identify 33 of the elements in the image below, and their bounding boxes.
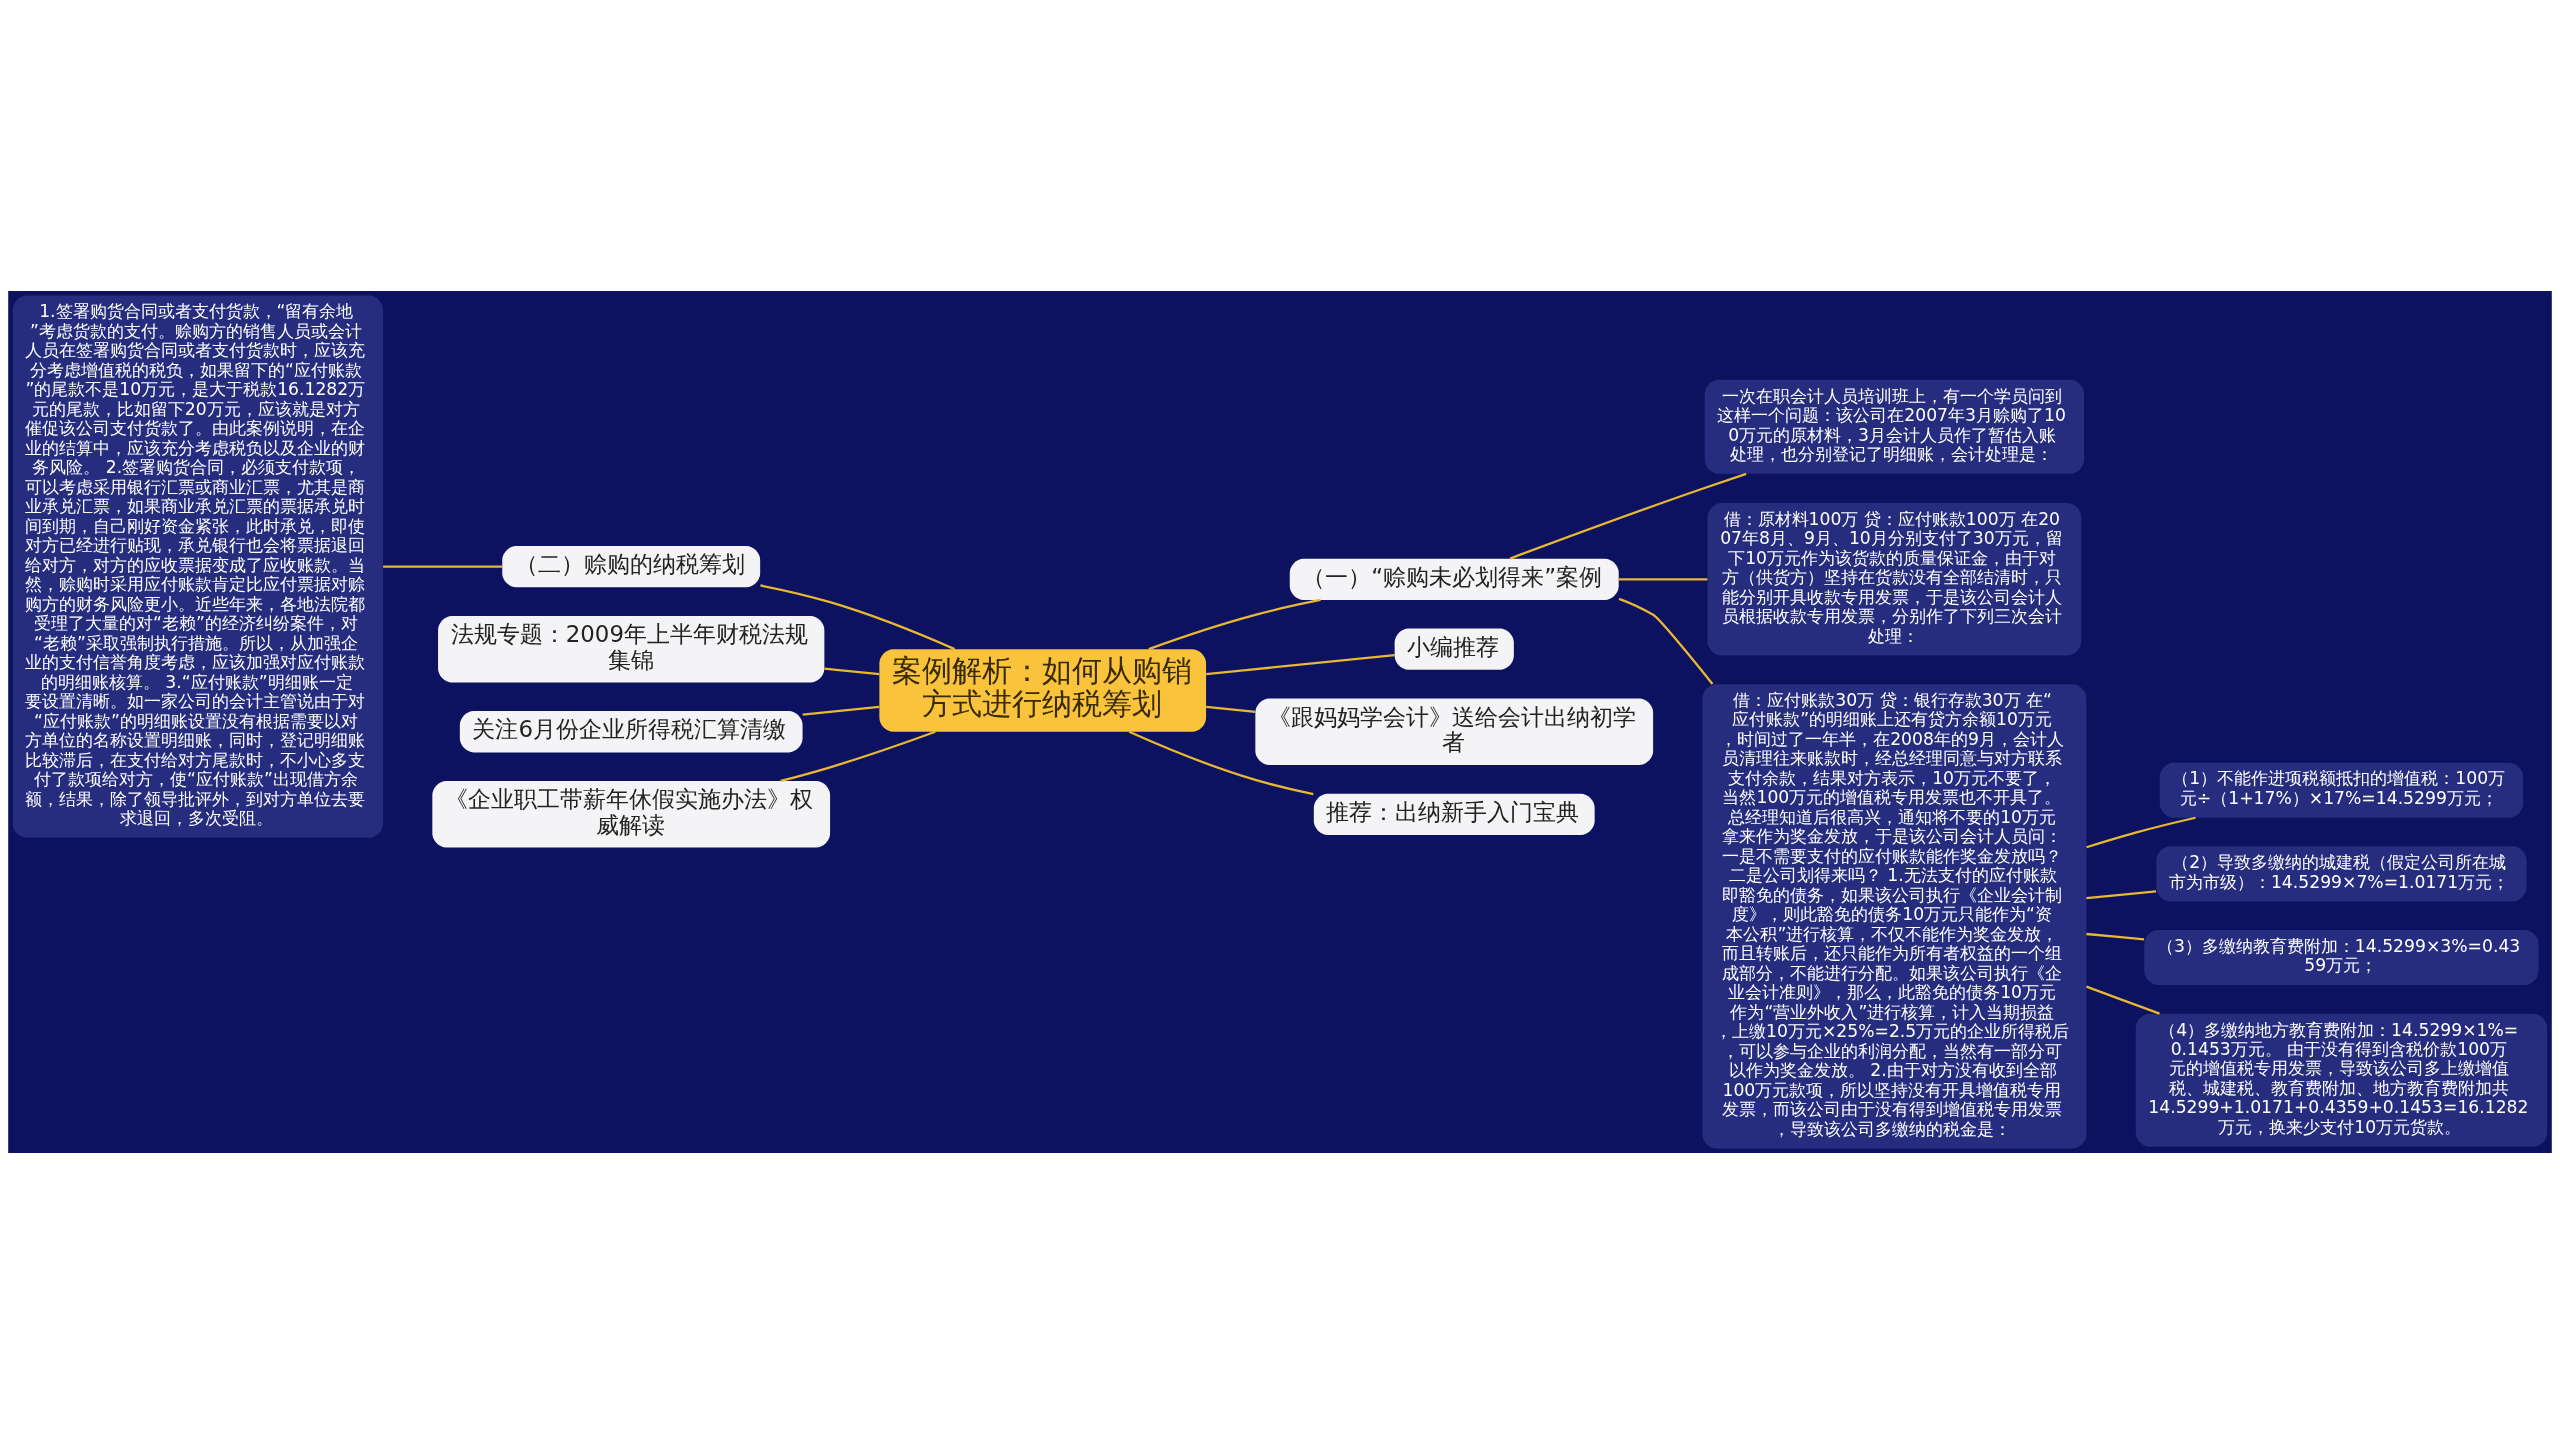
connector: [2086, 890, 2157, 900]
node-box: 法规专题：2009年上半年财税法规集锦: [438, 615, 825, 683]
node-box: 一次在职会计人员培训班上，有一个学员问到这样一个问题：该公司在2007年3月赊购了100万元的原材料，3月会计人员作了暂估入账处理，也分别登记了明细账，会计处理是：: [1704, 379, 2085, 474]
connector: [1206, 653, 1395, 676]
node-box: 小编推荐: [1394, 628, 1514, 670]
connector: [2086, 816, 2196, 849]
node-box: 借：原材料100万 贷：应付账款100万 在2007年8月、9月、10月分别支付了30万元，留下10万元作为该货款的质量保证金，由于对方（供货方）坚持在货款没有全部结清时，只能分别开具收款专用发票，于是该公司会计人员根据收款专用发票，分别作了下列三次会计处理：: [1707, 503, 2082, 656]
connector: [1206, 705, 1256, 713]
node-box: （4）多缴纳地方教育费附加：14.5299×1%=0.1453万元。 由于没有得到含税价款100万元的增值税专用发票，导致该公司多上缴增值税、城建税、教育费附加、地方教育费附加共14.5299+1.0171+0.4359+0.1453=16.1282万元，换来少支付10万元货款。: [2135, 1013, 2548, 1147]
connector: [824, 667, 880, 676]
connector: [1618, 597, 1714, 685]
connector: [1148, 598, 1321, 651]
node-box: 借：应付账款30万 贷：银行存款30万 在“应付账款”的明细账上还有贷方余额10万元，时间过了一年半，在2008年的9月，会计人员清理往来账款时，经总经理同意与对方联系支付余款，结果对方表示，10万元不要了，当然100万元的增值税专用发票也不开具了。总经理知道后很高兴，通知将不要的10万元拿来作为奖金发放，于是该公司会计人员问：一是不需要支付的应付账款能作奖金发放吗？二是公司划得来吗？ 1.无法支付的应付账款即豁免的债务，如果该公司执行《企业会计制度》，则此豁免的债务10万元只能作为“资本公积”进行核算，不仅不能作为奖金发放，而且转账后，还只能作为所有者权益的一个组成部分，不能进行分配。如果该公司执行《企业会计准则》，那么，此豁免的债务10万元作为“营业外收入”进行核算，计入当期损益，上缴10万元×25%=2.5万元的企业所得税后，可以参与企业的利润分配，当然有一部分可以作为奖金发放。 2.由于对方没有收到全部100万元款项，所以坚持没有开具增值税专用发票，而该公司由于没有得到增值税专用发票，导致该公司多缴纳的税金是：: [1702, 684, 2087, 1149]
connector: [1509, 472, 1747, 560]
node-box: （1）不能作进项税额抵扣的增值税：100万元÷（1+17%）×17%=14.5299万元；: [2159, 762, 2524, 818]
connector: [2086, 985, 2160, 1015]
connector: [802, 705, 880, 716]
connector: [1618, 578, 1708, 581]
connector: [2086, 932, 2145, 941]
node-box: 《企业职工带薪年休假实施办法》权威解读: [432, 781, 831, 848]
node-box: 1.签署购货合同或者支付货款，“留有余地”考虑货款的支付。赊购方的销售人员或会计人员在签署购货合同或者支付货款时，应该充分考虑增值税的税负，如果留下的“应付账款”的尾款不是10万元，是大于税款16.1282万元的尾款，比如留下20万元，应该就是对方催促该公司支付货款了。由此案例说明，在企业的结算中，应该充分考虑税负以及企业的财务风险。 2.签署购货合同，必须支付款项，可以考虑采用银行汇票或商业汇票，尤其是商业承兑汇票，如果商业承兑汇票的票据承兑时间到期，自己刚好资金紧张，此时承兑，即使对方已经进行贴现，承兑银行也会将票据退回给对方，对方的应收票据变成了应收账款。当然，赊购时采用应付账款肯定比应付票据对赊购方的财务风险更小。近些年来，各地法院都受理了大量的对“老赖”的经济纠纷案件，对“老赖”采取强制执行措施。所以，从加强企业的支付信誉角度考虑，应该加强对应付账款的明细账核算。 3.“应付账款”明细账一定要设置清晰。如一家公司的会计主管说由于对“应付账款”的明细账设置没有根据需要以对方单位的名称设置明细账，同时，登记明细账比较滞后，在支付给对方尾款时，不小心多支付了款项给对方，使“应付账款”出现借方余额，结果，除了领导批评外，到对方单位去要求退回，多次受阻。: [12, 295, 384, 838]
node-box: （2）导致多缴纳的城建税（假定公司所在城市为市级）：14.5299×7%=1.0171万元；: [2156, 846, 2527, 902]
node-box: 推荐：出纳新手入门宝典: [1313, 793, 1595, 835]
node-box: 关注6月份企业所得税汇算清缴: [459, 711, 803, 753]
node-box: （3）多缴纳教育费附加：14.5299×3%=0.4359万元；: [2144, 930, 2539, 986]
node-box: （一）“赊购未必划得来”案例: [1289, 558, 1619, 600]
connector: [383, 565, 502, 568]
node-box: 案例解析：如何从购销方式进行纳税筹划: [879, 649, 1207, 732]
node-box: （二）赊购的纳税筹划: [502, 546, 761, 588]
connector: [780, 730, 936, 783]
node-box: 《跟妈妈学会计》送给会计出纳初学者: [1255, 698, 1654, 765]
connector: [1128, 730, 1314, 796]
connector: [760, 584, 956, 651]
